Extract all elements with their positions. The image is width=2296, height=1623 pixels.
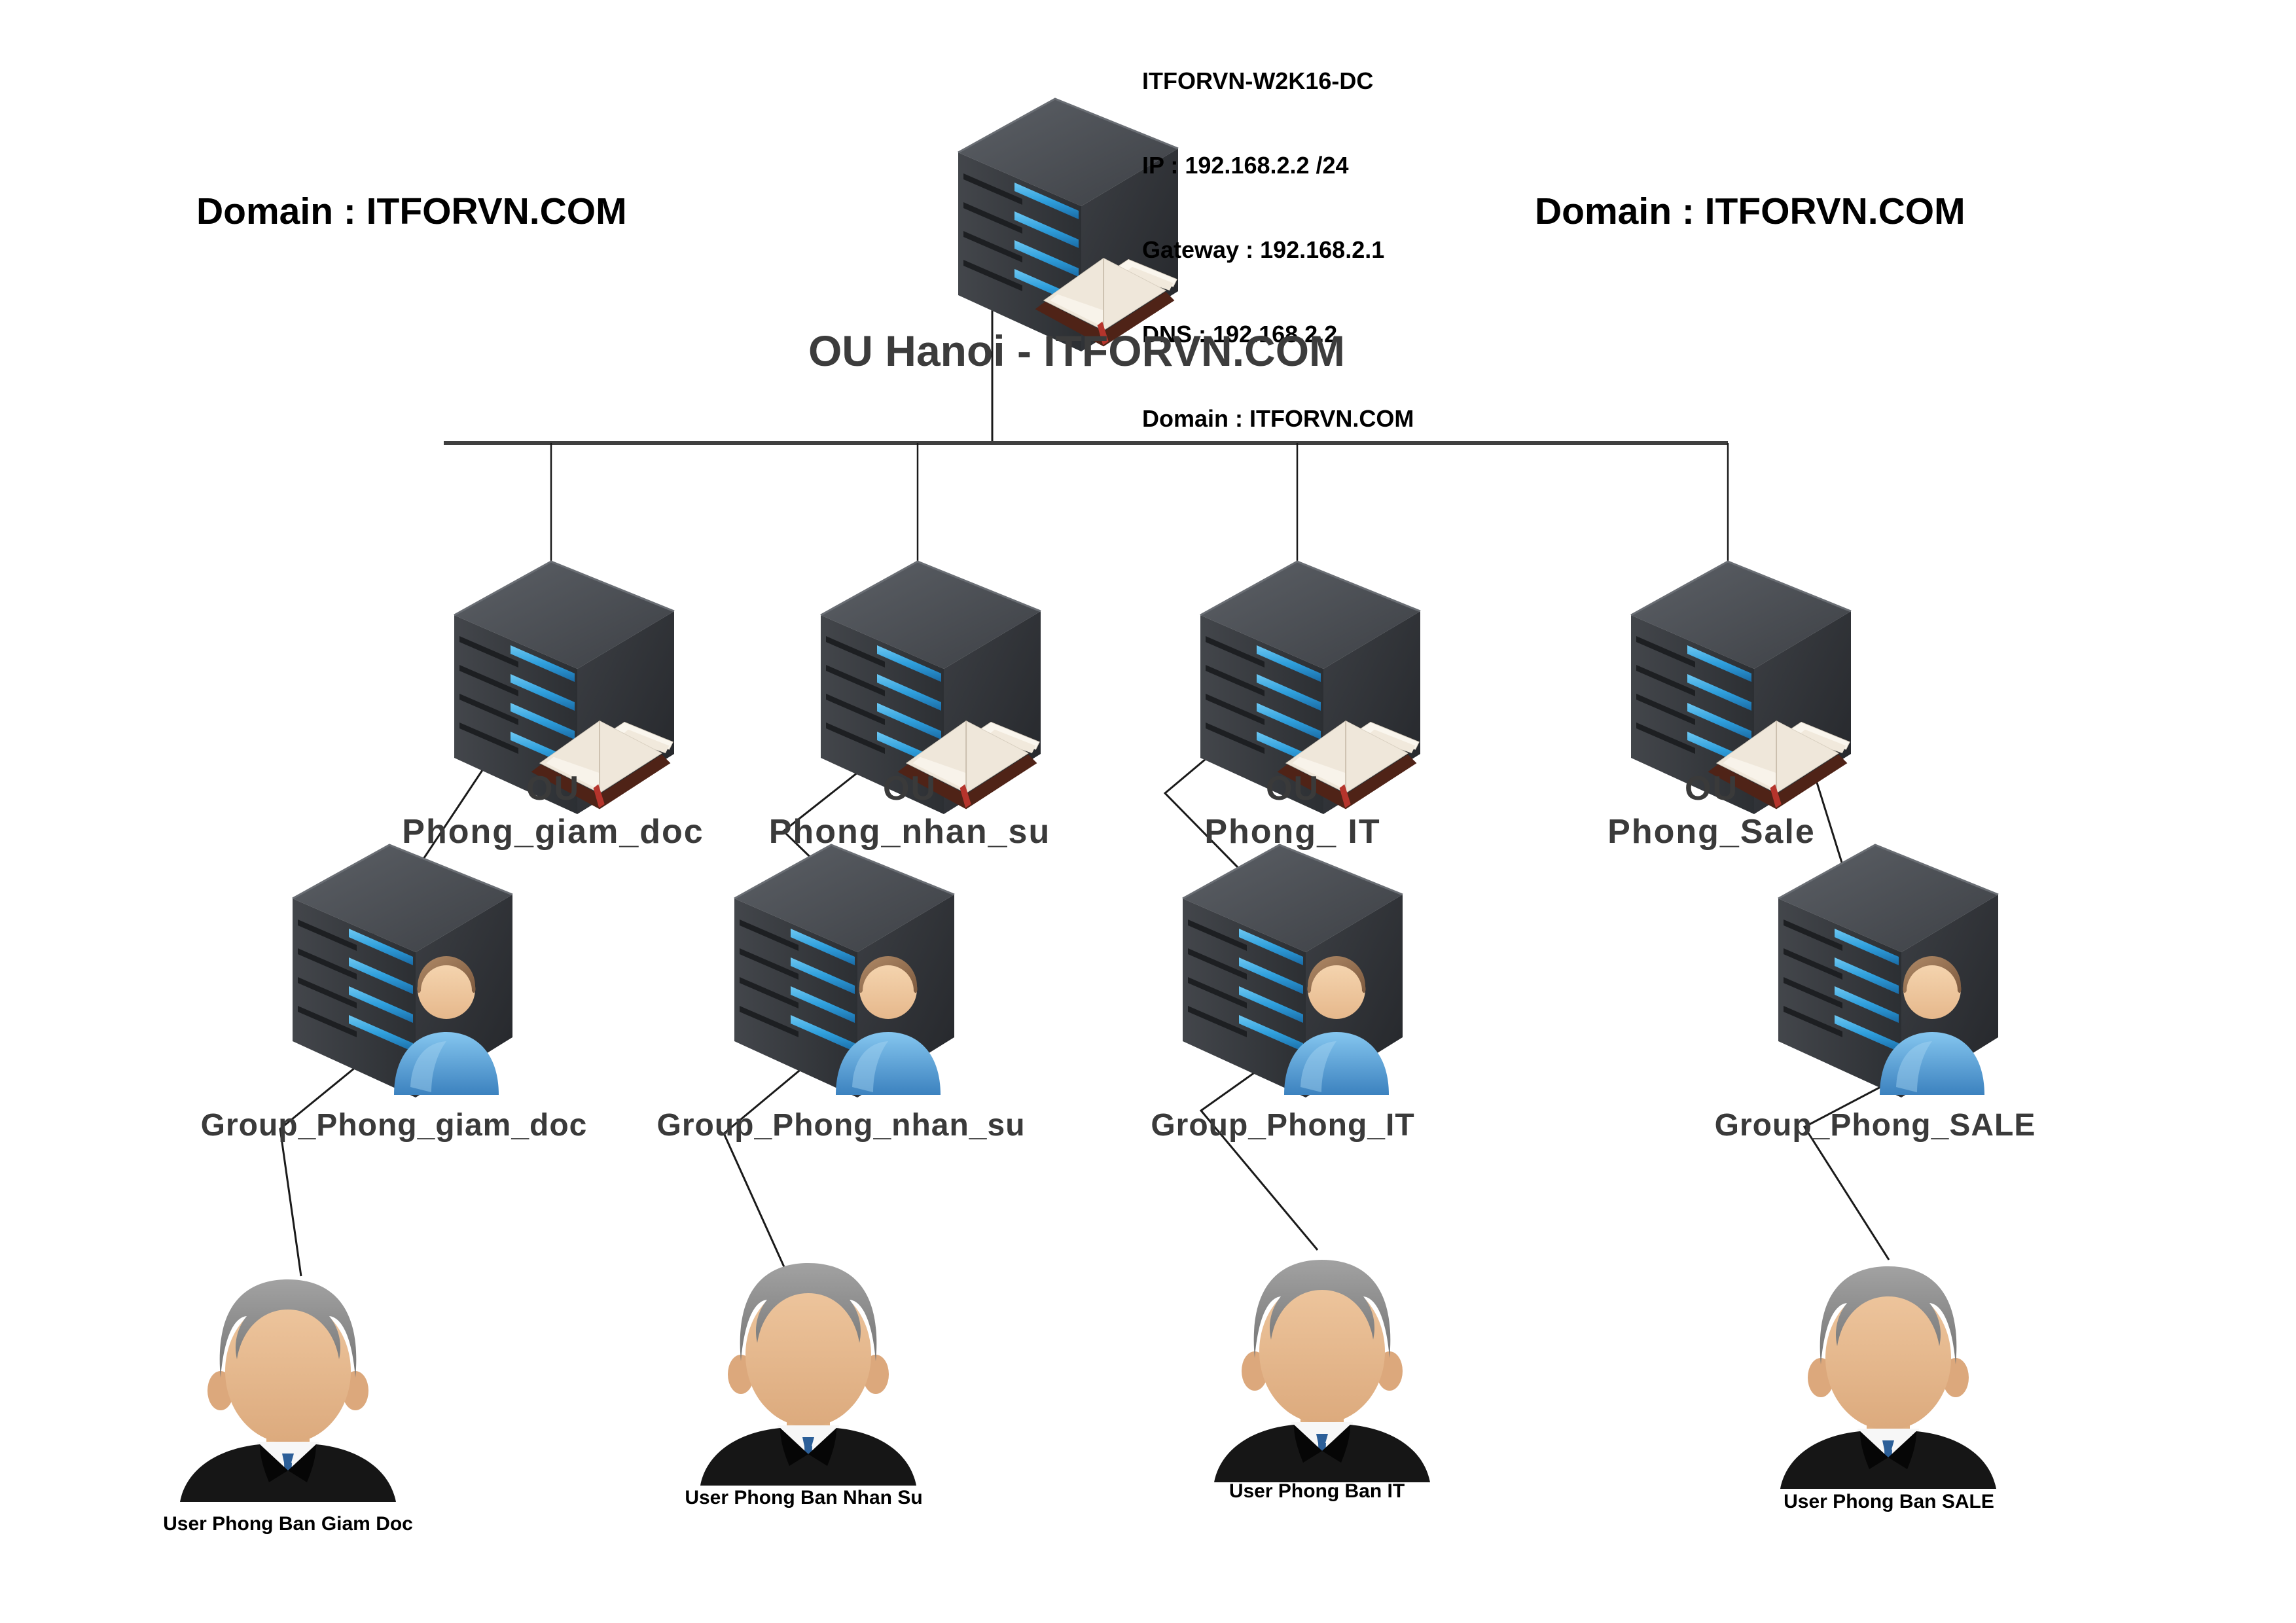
- dc-ip: IP : 192.168.2.2 /24: [1142, 152, 1349, 179]
- domain-label-right: Domain : ITFORVN.COM: [1535, 190, 1965, 232]
- dc-hostname: ITFORVN-W2K16-DC: [1142, 67, 1374, 94]
- user-businessman-icon-it: [1214, 1260, 1430, 1482]
- user-businessman-icon-nhan-su: [700, 1263, 916, 1486]
- ou-label-phong-nhan-su: OU Phong_nhan_su: [661, 767, 1158, 853]
- ou-prefix: OU: [883, 770, 937, 808]
- ou-prefix: OU: [1266, 770, 1319, 808]
- user-label-sale: User Phong Ban SALE: [1784, 1491, 1994, 1512]
- dc-domain: Domain : ITFORVN.COM: [1142, 405, 1414, 432]
- ou-name: Phong_nhan_su: [768, 813, 1051, 851]
- ou-prefix: OU: [1685, 770, 1738, 808]
- group-server-icon-giam-doc: [291, 841, 514, 1103]
- ou-name: Phong_Sale: [1607, 813, 1816, 851]
- group-label-nhan-su: Group_Phong_nhan_su: [656, 1108, 1026, 1143]
- group-server-icon-nhan-su: [733, 841, 956, 1103]
- ou-label-phong-sale: OU Phong_Sale: [1463, 767, 1960, 853]
- group-label-sale: Group_Phong_SALE: [1714, 1108, 2036, 1143]
- ou-name: Phong_giam_doc: [402, 813, 704, 851]
- group1-to-user1-line: [279, 1046, 381, 1277]
- group-label-giam-doc: Group_Phong_giam_doc: [200, 1108, 588, 1143]
- root-ou-title: OU Hanoi - ITFORVN.COM: [808, 327, 1346, 375]
- user-businessman-icon-giam-doc: [180, 1279, 396, 1502]
- group-server-icon-it: [1181, 841, 1404, 1103]
- user-label-giam-doc: User Phong Ban Giam Doc: [163, 1513, 413, 1535]
- user-businessman-icon-sale: [1780, 1266, 1996, 1489]
- ou-prefix: OU: [526, 770, 580, 808]
- group-server-icon-sale: [1777, 841, 2000, 1103]
- user-label-it: User Phong Ban IT: [1229, 1480, 1405, 1502]
- ou-label-phong-giam-doc: OU Phong_giam_doc: [304, 767, 802, 853]
- user-label-nhan-su: User Phong Ban Nhan Su: [685, 1487, 923, 1508]
- ou-name: Phong_ IT: [1204, 813, 1381, 851]
- dc-info-block: ITFORVN-W2K16-DC IP : 192.168.2.2 /24 Ga…: [1142, 10, 1414, 489]
- domain-label-left: Domain : ITFORVN.COM: [196, 190, 627, 232]
- dc-gateway: Gateway : 192.168.2.1: [1142, 236, 1385, 263]
- ou-label-phong-it: OU Phong_ IT: [1044, 767, 1541, 853]
- group-label-it: Group_Phong_IT: [1151, 1108, 1415, 1143]
- dc-dns: DNS : 192.168.2.2: [1142, 321, 1338, 348]
